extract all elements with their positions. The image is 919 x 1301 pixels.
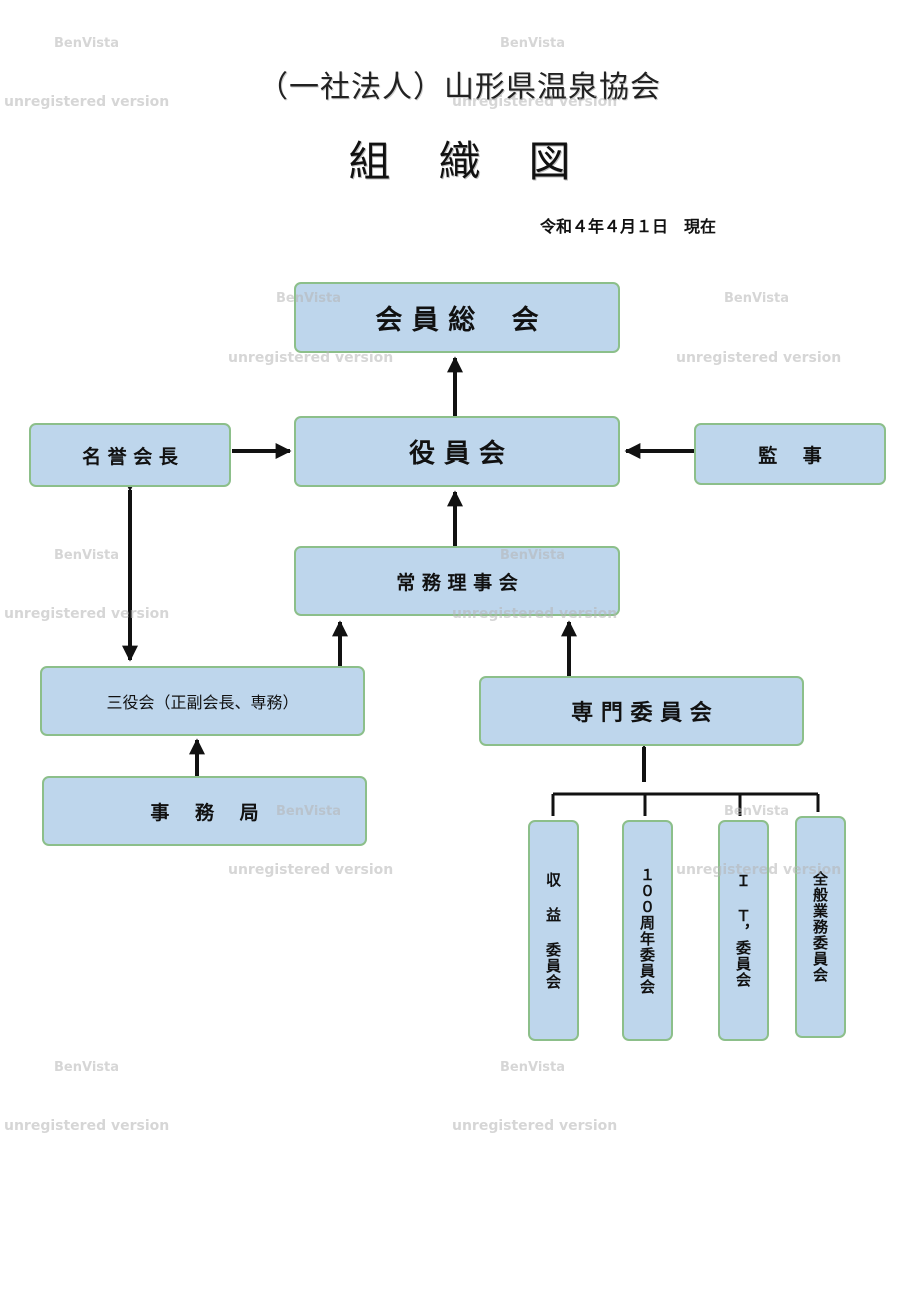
watermark-text: unregistered version: [4, 606, 170, 622]
watermark-brand: BenVista: [500, 548, 565, 563]
watermark-brand: BenVista: [54, 548, 119, 563]
node-executive-board: 常 務 理 事 会: [294, 546, 620, 616]
node-general-assembly: 会 員 総 会: [294, 282, 620, 353]
watermark-text: unregistered version: [676, 862, 842, 878]
node-committee-general: 全般業務委員会: [795, 816, 846, 1038]
watermark-brand: BenVista: [276, 804, 341, 819]
node-committee-it: Ｉ Ｔ，委員会: [718, 820, 769, 1041]
watermark-text: unregistered version: [452, 1118, 618, 1134]
watermark-text: unregistered version: [228, 350, 394, 366]
watermark-brand: BenVista: [276, 291, 341, 306]
watermark-text: unregistered version: [228, 862, 394, 878]
watermark-text: unregistered version: [452, 606, 618, 622]
watermark-text: unregistered version: [676, 350, 842, 366]
org-title: （一社法人）山形県温泉協会: [258, 70, 661, 105]
node-board: 役 員 会: [294, 416, 620, 487]
node-three-officers: 三役会（正副会長、専務）: [40, 666, 365, 736]
node-auditor: 監 事: [694, 423, 886, 485]
watermark-brand: BenVista: [500, 1060, 565, 1075]
node-secretariat: 事 務 局: [42, 776, 367, 846]
watermark-brand: BenVista: [54, 1060, 119, 1075]
watermark-text: unregistered version: [4, 1118, 170, 1134]
chart-heading: 組織図: [348, 137, 619, 186]
watermark-brand: BenVista: [724, 291, 789, 306]
watermark-brand: BenVista: [54, 36, 119, 51]
node-expert-committee: 専 門 委 員 会: [479, 676, 804, 746]
watermark-brand: BenVista: [500, 36, 565, 51]
node-honorary-president: 名 誉 会 長: [29, 423, 231, 487]
as-of-date: 令和４年４月１日 現在: [540, 217, 717, 236]
watermark-text: unregistered version: [4, 94, 170, 110]
watermark-brand: BenVista: [724, 804, 789, 819]
node-committee-revenue: 収 益 委員会: [528, 820, 579, 1041]
watermark-text: unregistered version: [452, 94, 618, 110]
node-committee-100th: １００周年委員会: [622, 820, 673, 1041]
